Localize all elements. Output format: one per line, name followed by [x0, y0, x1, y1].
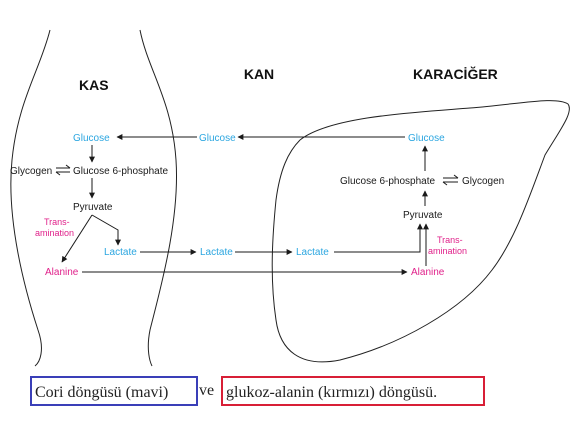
muscle-transamination-label-2: amination — [35, 228, 74, 238]
region-title-blood: KAN — [244, 66, 274, 82]
liver-glucose6p-label: Glucose 6-phosphate — [340, 176, 436, 187]
equilibrium-arrow-muscle — [55, 164, 71, 176]
region-title-muscle: KAS — [79, 77, 109, 93]
arrow-muscle-pyruvate-to-lactate — [91, 214, 121, 246]
liver-pyruvate-label: Pyruvate — [403, 210, 443, 221]
liver-transamination-label-1: Trans- — [437, 235, 463, 245]
blood-lactate-label: Lactate — [200, 247, 233, 258]
liver-glycogen-label: Glycogen — [462, 176, 504, 187]
arrow-muscle-pyruvate-to-alanine — [61, 214, 93, 263]
muscle-alanine-label: Alanine — [45, 267, 79, 278]
arrows — [55, 134, 459, 275]
caption-glucose-alanine-cycle: glukoz-alanin (kırmızı) döngüsü. — [221, 376, 485, 406]
liver-lactate-label: Lactate — [296, 247, 329, 258]
liver-glucose-label: Glucose — [408, 133, 445, 144]
muscle-outline — [10, 29, 178, 367]
caption-cori-cycle: Cori döngüsü (mavi) — [30, 376, 198, 406]
muscle-pyruvate-label: Pyruvate — [73, 202, 113, 213]
blood-glucose-label: Glucose — [199, 133, 236, 144]
muscle-glucose-label: Glucose — [73, 133, 110, 144]
caption-connector: ve — [199, 382, 215, 399]
region-title-liver: KARACİĞER — [413, 65, 498, 82]
equilibrium-arrow-liver — [442, 174, 459, 186]
figure-caption: Cori döngüsü (mavi) ve glukoz-alanin (kı… — [0, 374, 581, 414]
muscle-lactate-label: Lactate — [104, 247, 137, 258]
muscle-glycogen-label: Glycogen — [10, 166, 52, 177]
arrow-liver-lactate-to-pyruvate — [334, 223, 423, 253]
liver-alanine-label: Alanine — [411, 267, 445, 278]
muscle-glucose6p-label: Glucose 6-phosphate — [73, 166, 169, 177]
muscle-transamination-label-1: Trans- — [44, 217, 70, 227]
liver-transamination-label-2: amination — [428, 246, 467, 256]
liver-outline — [271, 100, 570, 363]
